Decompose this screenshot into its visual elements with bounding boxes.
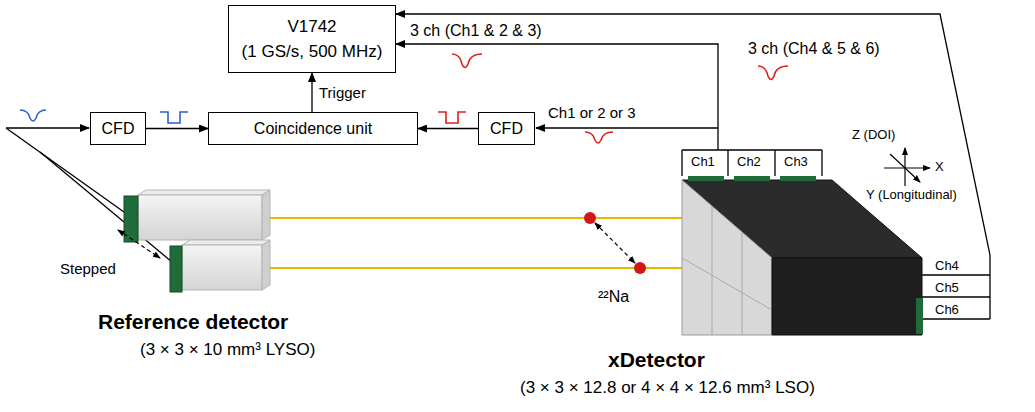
part-name: xDetector <box>608 348 705 372</box>
channel-label: Ch5 <box>935 281 959 296</box>
signal-pulse <box>758 66 788 80</box>
axis-label: Y (Longitudinal) <box>866 188 957 203</box>
step-arrow <box>118 230 160 258</box>
channel-label: Ch4 <box>935 259 959 274</box>
source-label: ²²Na <box>598 288 629 306</box>
signal-pulse <box>438 112 466 123</box>
connector <box>146 128 208 129</box>
signal-label: Ch1 or 2 or 3 <box>548 104 636 121</box>
signal-pulse <box>20 110 46 121</box>
box-subtitle: (1 GS/s, 500 MHz) <box>242 41 383 62</box>
axis-symbol <box>884 148 930 186</box>
gamma-line <box>270 217 700 219</box>
channel-label: Ch1 <box>691 155 715 170</box>
reference-detector <box>124 190 270 292</box>
dimension-label: (3 × 3 × 10 mm³ LYSO) <box>140 340 315 360</box>
connector <box>311 73 312 112</box>
channel-label: 3 ch (Ch1 & 2 & 3) <box>410 22 542 40</box>
dimension-label: (3 × 3 × 12.8 or 4 × 4 × 12.6 mm³ LSO) <box>520 378 815 398</box>
box-title: V1742 <box>287 16 336 37</box>
channel-label: Ch3 <box>784 155 808 170</box>
connector <box>418 128 478 129</box>
part-name: Reference detector <box>98 310 288 334</box>
cfd-box: CFD <box>478 112 535 145</box>
channel-label: 3 ch (Ch4 & 5 & 6) <box>748 40 880 58</box>
source-dot <box>584 212 596 224</box>
channel-label: Ch2 <box>737 155 761 170</box>
note-label: Stepped <box>60 260 116 277</box>
box-title: CFD <box>102 119 135 139</box>
source-step <box>595 223 635 263</box>
signal-pulse <box>585 132 613 143</box>
coincidence-box: Coincidence unit <box>208 112 418 145</box>
signal-pulse <box>452 54 482 68</box>
cfd-box: CFD <box>90 112 146 145</box>
box-title: Coincidence unit <box>254 119 372 139</box>
axis-label: X <box>935 160 944 175</box>
signal-pulse <box>160 112 188 123</box>
source-dot <box>634 262 646 274</box>
digitizer-box: V1742 (1 GS/s, 500 MHz) <box>228 5 396 73</box>
edge-label: Trigger <box>318 84 367 101</box>
box-title: CFD <box>490 119 523 139</box>
axis-label: Z (DOI) <box>852 128 895 143</box>
channel-label: Ch6 <box>935 303 959 318</box>
